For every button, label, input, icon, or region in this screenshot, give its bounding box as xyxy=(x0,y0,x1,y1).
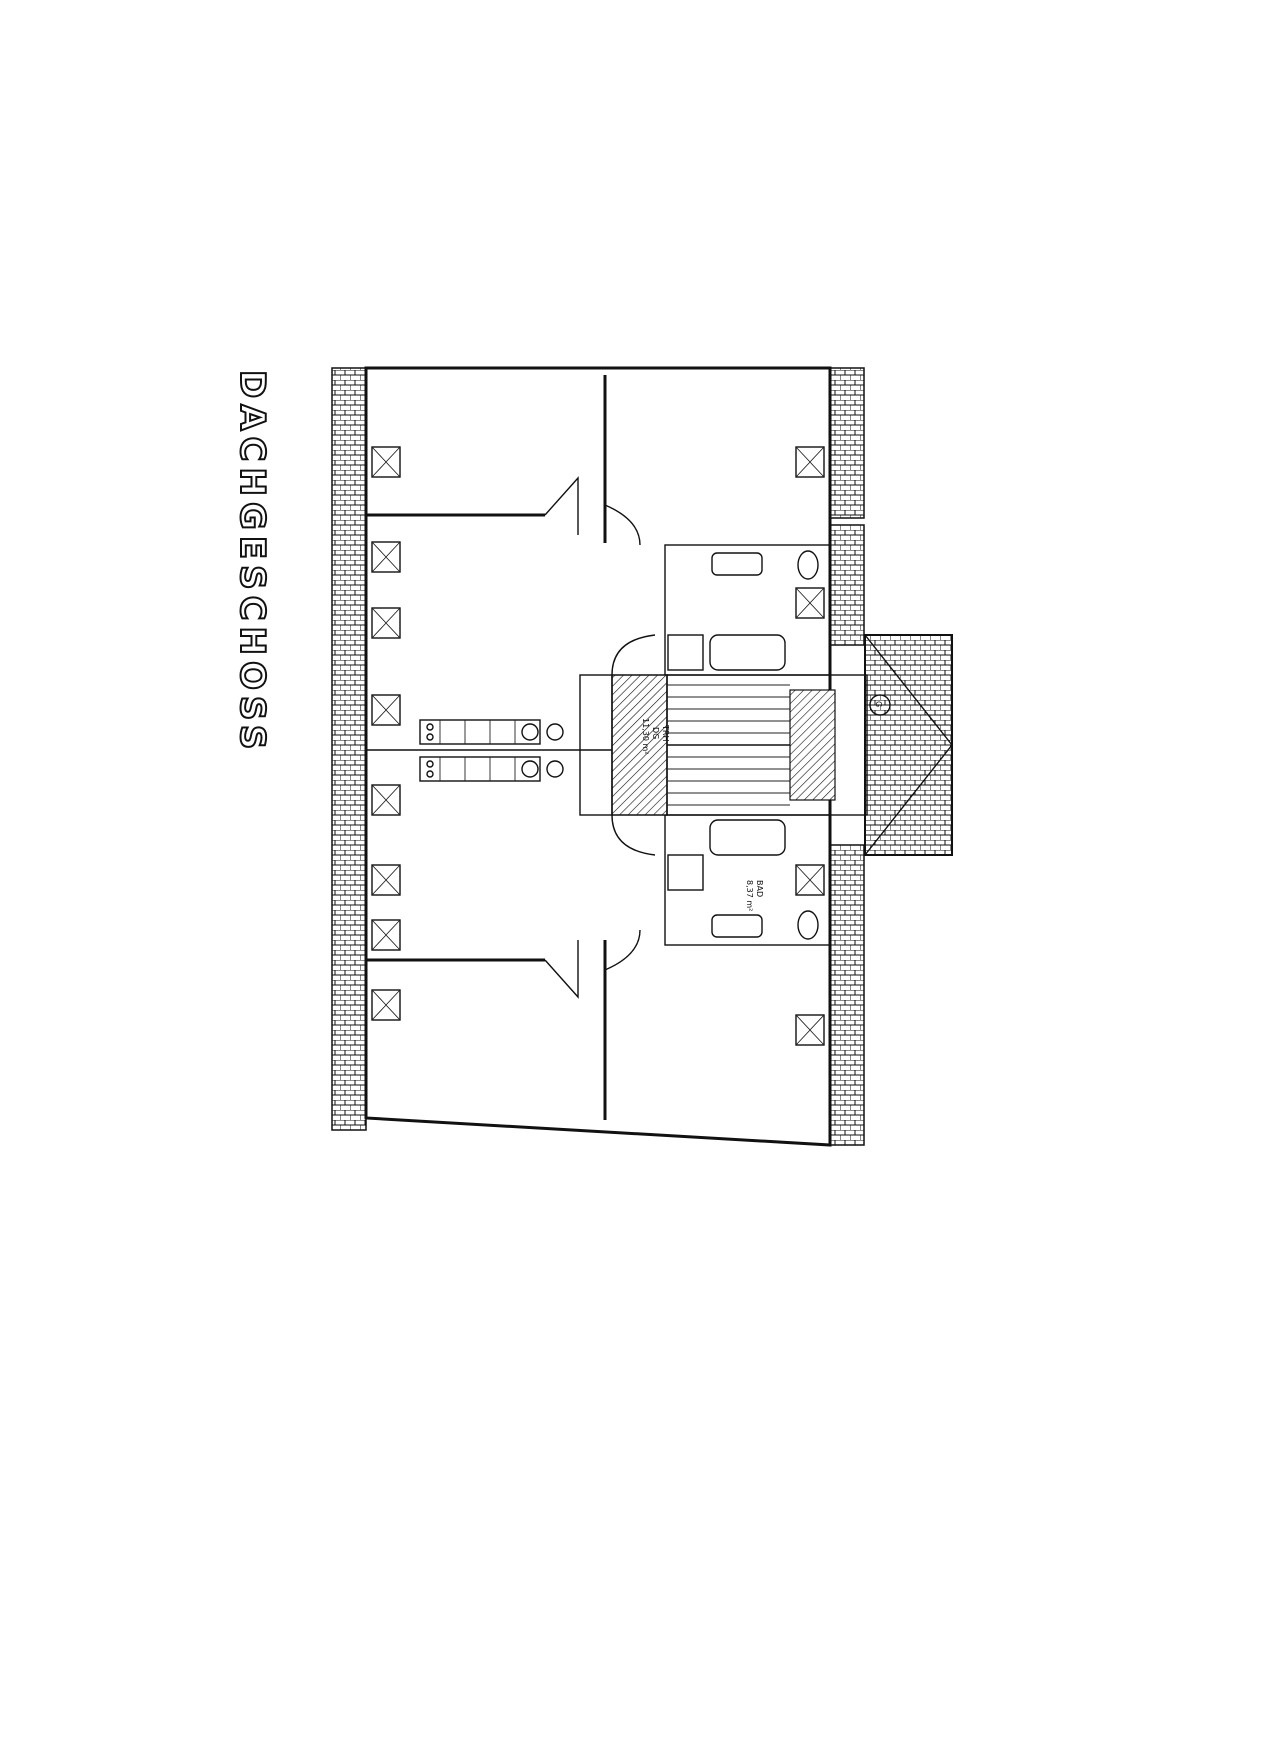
shower-bottom xyxy=(667,854,704,891)
stairwell-sub: DG xyxy=(651,727,660,739)
corridor-notch xyxy=(579,674,613,816)
stair-hatch-wall xyxy=(611,674,668,816)
door-arc-top xyxy=(604,504,641,546)
stairwell-label: TRH xyxy=(661,724,670,741)
stair-marker: G xyxy=(874,701,883,707)
toilet-top xyxy=(797,550,819,580)
door-wedge-top xyxy=(544,476,579,535)
sink-top xyxy=(711,552,763,576)
bathtub-bottom xyxy=(709,819,786,856)
roof-band-right xyxy=(829,367,865,519)
dormer-roof xyxy=(864,634,953,856)
roof-windows-right xyxy=(795,446,825,1046)
outer-wall xyxy=(364,366,832,1147)
kitchen-row-top xyxy=(419,719,564,745)
roof-band-right-2 xyxy=(829,524,865,646)
corridor-arc-bottom xyxy=(611,814,656,856)
corridor-arc-top xyxy=(611,634,656,676)
door-arc-bottom xyxy=(604,929,641,971)
shower-top xyxy=(667,634,704,671)
kitchen-row-bottom xyxy=(419,756,564,782)
bathtub-top xyxy=(709,634,786,671)
stair-landing-hatch xyxy=(789,689,836,801)
floor-title: DACHGESCHOSS xyxy=(231,369,273,756)
roof-band-right-3 xyxy=(829,844,865,1146)
bath-label: BAD xyxy=(755,880,764,897)
toilet-bottom xyxy=(797,910,819,940)
bath-area: 8,37 m² xyxy=(745,880,754,911)
stairwell-area: 11,30 m² xyxy=(641,718,650,754)
sink-bottom xyxy=(711,914,763,938)
dormer-ridge xyxy=(864,634,953,856)
stair-marker-circle xyxy=(869,694,891,716)
roof-band-left xyxy=(331,367,367,1131)
roof-windows-left xyxy=(371,446,401,1021)
door-wedge-bottom xyxy=(544,940,579,999)
